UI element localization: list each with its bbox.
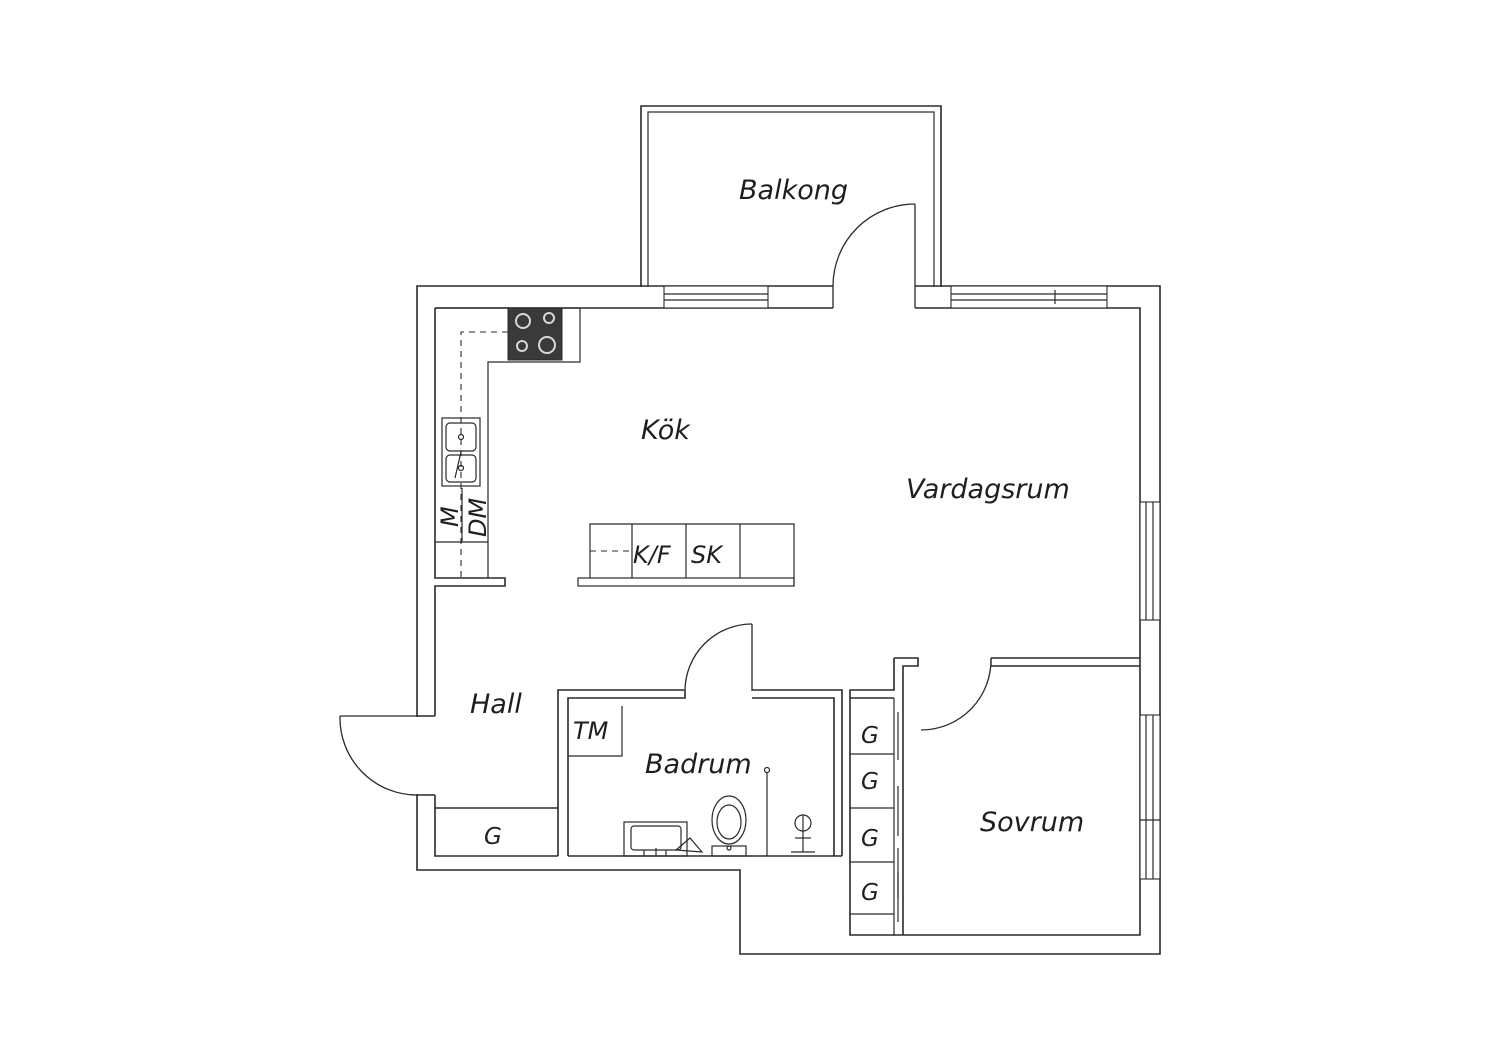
washing-machine-label: TM [573,717,609,745]
windows [663,285,1161,880]
balcony [640,105,942,287]
interior-walls [435,657,1140,936]
room-label-bathroom: Badrum [645,749,752,780]
door-swing-icon [339,203,992,796]
cabinet-label: SK [691,541,724,569]
wardrobe-label-4: G [861,880,879,906]
shower-icon [763,766,815,856]
outer-walls [414,285,1161,955]
dishwasher-label: DM [464,498,492,537]
bedroom-wardrobes [850,698,899,935]
fridge-freezer-label: K/F [633,541,672,569]
room-label-balcony: Balkong [739,175,848,206]
kitchen-island [577,523,795,587]
washing-machine [568,706,623,757]
sink-icon [441,417,481,487]
hall-closet-label: G [484,824,502,850]
stove-icon [507,307,563,361]
room-label-bedroom: Sovrum [980,807,1084,838]
wardrobe-label-3: G [861,826,879,852]
washbasin-icon [623,821,704,857]
wardrobe-label-1: G [861,723,879,749]
microwave-label: M [436,506,464,527]
toilet-icon [711,795,747,857]
room-label-kitchen: Kök [641,415,691,446]
room-label-living-room: Vardagsrum [906,474,1070,505]
room-label-hall: Hall [470,689,522,720]
wardrobe-label-2: G [861,769,879,795]
